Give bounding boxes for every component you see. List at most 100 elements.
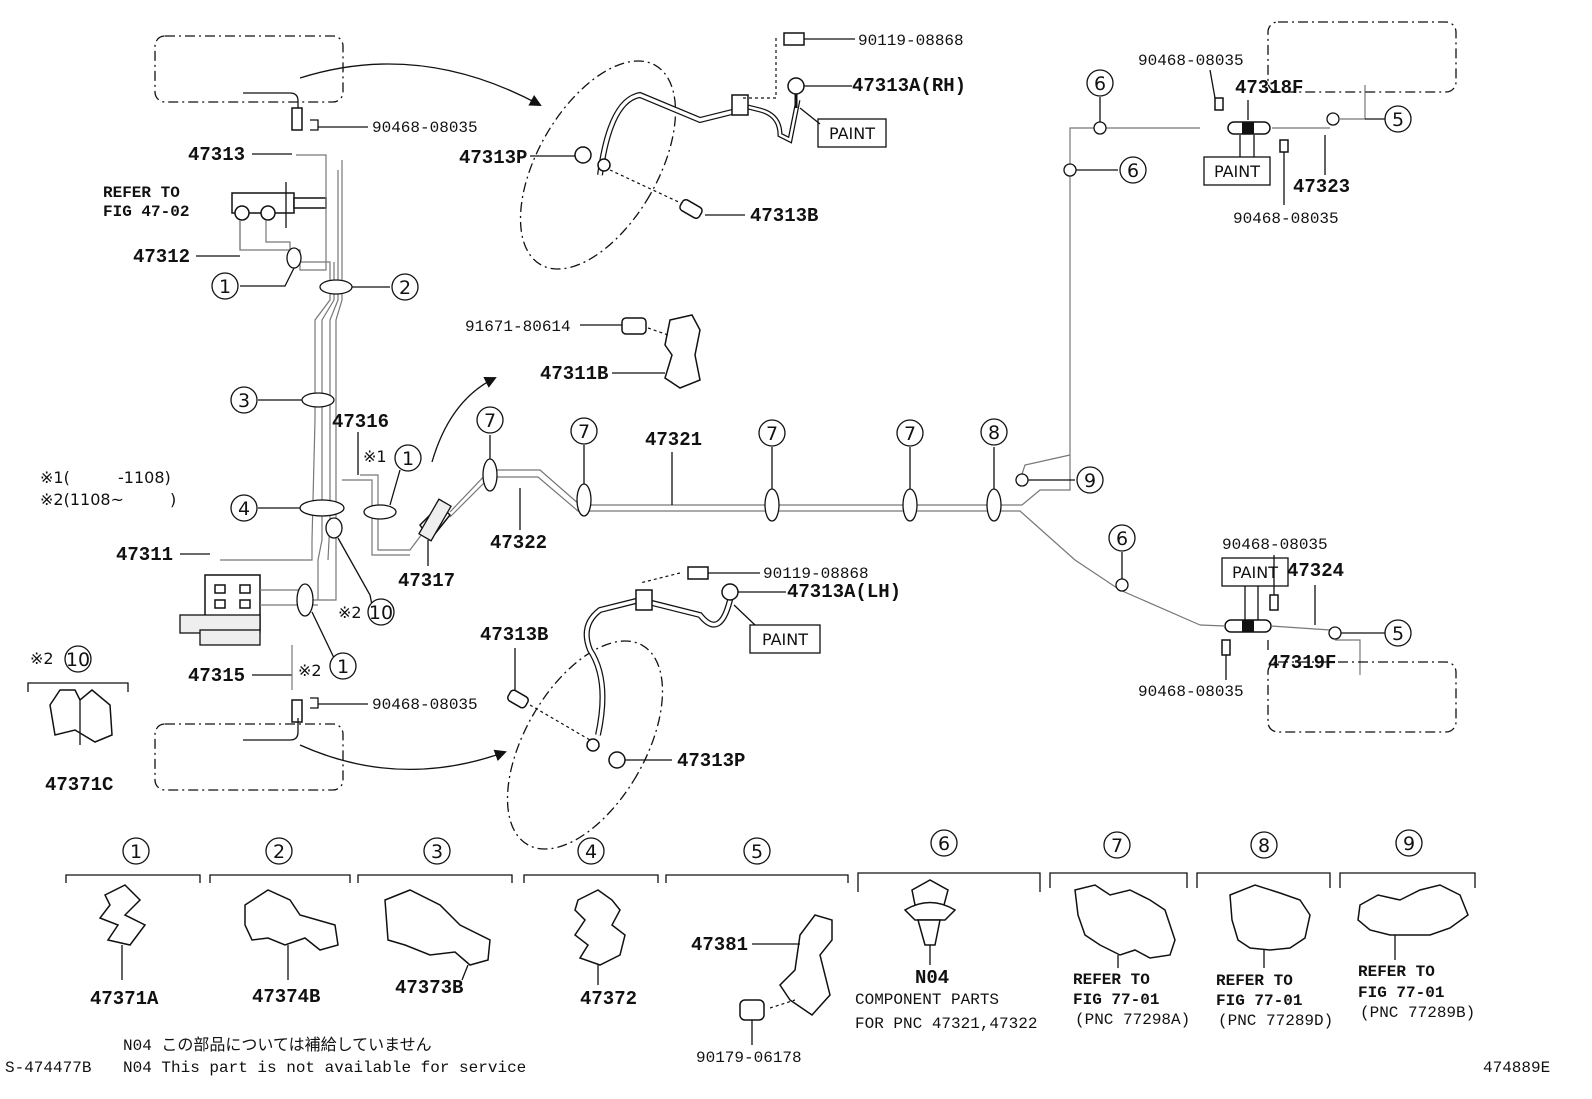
flex-hose-lh [583,593,735,736]
svg-text:3: 3 [431,841,443,863]
clamp-7-icon [1074,884,1176,959]
svg-text:4: 4 [238,498,250,520]
svg-text:47374B: 47374B [252,986,320,1008]
label-47321: 47321 [645,429,702,451]
callout-7-a [476,406,504,434]
clip-9 [1015,473,1029,487]
label-47319F: 47319F [1268,652,1336,674]
callout-1-b [329,652,357,680]
svg-text:3: 3 [238,390,250,412]
clamp-8-icon [1229,884,1311,951]
hose-fitting-lower [291,699,303,723]
bottom-part-9: 9 REFER TO FIG 77-01 (PNC 77289B) [1339,829,1476,1022]
reference-box-bottom-right [1267,661,1457,733]
clamp-7-d [902,488,918,522]
washer-47313P-top-icon [574,146,592,164]
label-47315: 47315 [188,665,245,687]
label-90468-tr2: 90468-08035 [1233,210,1339,228]
clip-6-c [1115,578,1129,592]
paint-box-47318F [1203,156,1271,186]
svg-text:REFER TO: REFER TO [1073,971,1150,989]
callout-1-c [394,444,422,472]
footer-code-left: S-474477B [5,1059,91,1077]
label-47311B: 47311B [540,363,608,385]
svg-text:7: 7 [484,410,496,432]
clamp-47371C-icon [49,689,113,743]
callout-10-b [64,645,92,673]
svg-text:(PNC 77298A): (PNC 77298A) [1075,1011,1190,1029]
label-90468-br1: 90468-08035 [1222,536,1328,554]
svg-text:10: 10 [369,602,393,624]
paint-label-47319F: PAINT [1232,563,1278,582]
svg-text:(PNC 77289D): (PNC 77289D) [1218,1012,1333,1030]
svg-text:COMPONENT PARTS: COMPONENT PARTS [855,991,999,1009]
label-47371C: 47371C [45,774,113,796]
clamp-3 [301,392,335,408]
svg-text:9: 9 [1084,470,1096,492]
bottom-part-5: 5 47381 90179-06178 [665,837,849,1067]
legend-1: ※1( [40,468,70,487]
reference-box-top-left [154,35,344,103]
svg-text:1: 1 [337,656,349,678]
clip-6-b [1093,121,1107,135]
footer-note-en: N04 This part is not available for servi… [123,1059,526,1077]
callout-1-a [211,272,239,300]
svg-text:6: 6 [1094,73,1106,95]
label-47313A-LH: 47313A(LH) [787,581,901,603]
arrow-bottom [299,744,507,771]
clamp-47372-icon [573,889,626,966]
clamp-8 [986,488,1002,522]
label-47323: 47323 [1293,176,1350,198]
svg-text:1: 1 [402,448,414,470]
label-90468-a: 90468-08035 [372,119,478,137]
svg-text:FIG 77-01: FIG 77-01 [1073,991,1159,1009]
callout-5-a [1384,105,1412,133]
label-91671: 91671-80614 [465,318,571,336]
svg-text:9: 9 [1403,833,1415,855]
callout-6-c [1108,524,1136,552]
paint-label-lh: PAINT [762,630,808,649]
svg-text:2: 2 [273,841,285,863]
clamp-2 [319,279,353,295]
svg-text:2: 2 [399,277,411,299]
reference-box-top-right [1267,21,1457,93]
clip-6-a [1063,163,1077,177]
washer-47313P-bot-icon [608,751,626,769]
clip-90468-tr2-icon [1279,139,1289,153]
clamp-7-a [482,458,498,492]
caliper-area-bottom [506,640,664,850]
bottom-part-7: 7 REFER TO FIG 77-01 (PNC 77298A) [1049,831,1190,1029]
svg-text:10: 10 [66,649,90,671]
svg-text:): ) [170,490,176,509]
label-47313B-bot: 47313B [480,624,548,646]
label-47312: 47312 [133,246,190,268]
svg-text:7: 7 [904,423,916,445]
clamp-47373B-icon [384,889,491,966]
label-47313P-top: 47313P [459,147,527,169]
svg-text:4: 4 [585,841,597,863]
clamp-7-b [576,483,592,517]
callout-6-a [1119,156,1147,184]
callout-5-b [1384,619,1412,647]
bottom-part-2: 2 47374B [209,837,351,1008]
label-47313A-RH: 47313A(RH) [852,75,966,97]
callout-6-b [1086,69,1114,97]
clamp-10 [325,517,343,539]
svg-text:FIG 77-01: FIG 77-01 [1216,992,1302,1010]
footer-note-jp: N04 この部品については補給していません [123,1036,432,1055]
label-47311: 47311 [116,544,173,566]
svg-text:1: 1 [219,276,231,298]
svg-text:6: 6 [1116,528,1128,550]
arrow-top [299,63,542,106]
svg-text:5: 5 [751,841,763,863]
svg-text:REFER TO: REFER TO [1358,963,1435,981]
label-90468-b: 90468-08035 [372,696,478,714]
callout-10-a [367,598,395,626]
clamp-1-x1 [363,504,397,520]
pipe-47321 [449,170,1071,513]
bottom-part-3: 3 47373B [357,837,513,999]
callout-4 [230,494,258,522]
svg-text:5: 5 [1392,623,1404,645]
bolt-90119-bot-icon [687,566,709,580]
bolt-47313A-LH-icon [721,583,739,601]
